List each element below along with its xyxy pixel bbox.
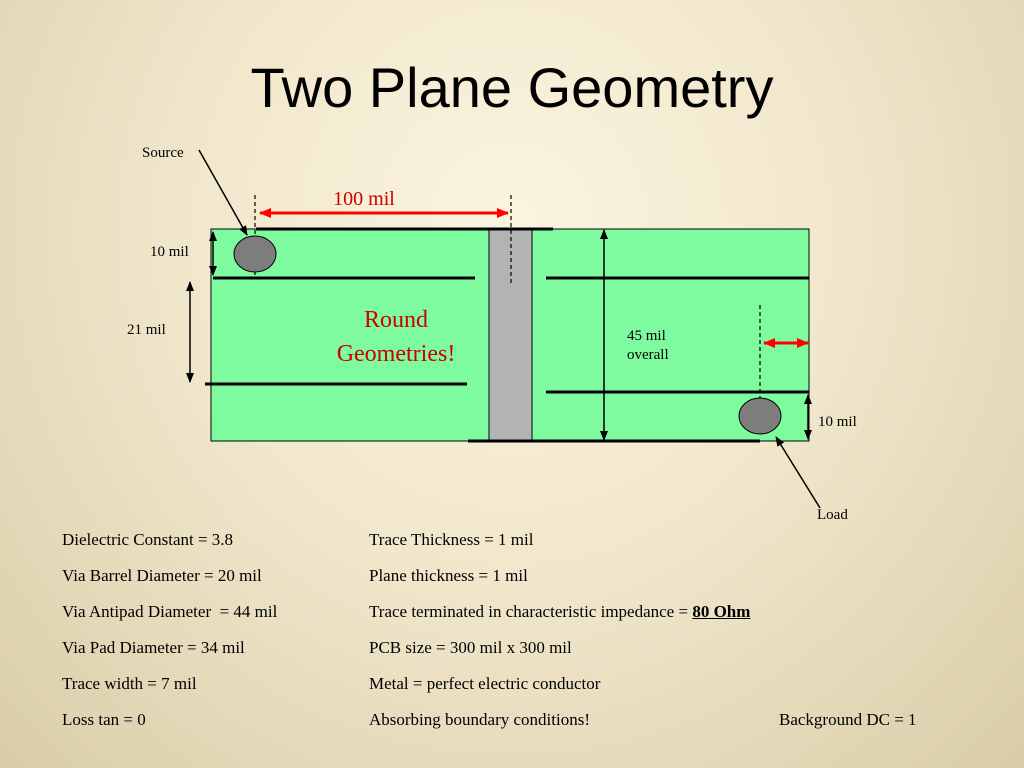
param-via-antipad-diameter: Via Antipad Diameter = 44 mil [62,602,278,621]
source-port [233,235,277,273]
dim-21-label: 21 mil [127,322,166,338]
param-background-dc: Background DC = 1 [779,710,917,729]
dim-10-bottom-label: 10 mil [818,414,857,430]
load-label: Load [817,507,848,523]
param-pcb-size: PCB size = 300 mil x 300 mil [369,638,572,657]
param-dielectric-constant: Dielectric Constant = 3.8 [62,530,234,549]
param-trace-termination-text: Trace terminated in characteristic imped… [369,602,693,621]
param-metal: Metal = perfect electric conductor [369,674,601,693]
load-port [738,397,782,435]
slide-title: Two Plane Geometry [250,56,774,119]
dim-45-label-line1: 45 mil [627,328,666,344]
load-pointer [775,436,821,509]
dim-100-label: 100 mil [333,188,395,210]
param-trace-width: Trace width = 7 mil [62,674,197,693]
param-trace-thickness: Trace Thickness = 1 mil [369,530,534,549]
dim-45-label-line2: overall [627,347,669,363]
param-via-pad-diameter: Via Pad Diameter = 34 mil [62,638,245,657]
param-plane-thickness: Plane thickness = 1 mil [369,566,528,585]
param-loss-tan: Loss tan = 0 [62,710,146,729]
round-geometries-line1: Round [364,307,428,333]
source-label: Source [142,145,184,161]
round-geometries-line2: Geometries! [337,341,456,367]
dim-10-top-label: 10 mil [150,244,189,260]
param-trace-termination: Trace terminated in characteristic imped… [369,603,750,620]
source-pointer [198,149,248,236]
param-boundary-conditions: Absorbing boundary conditions! [369,710,590,729]
impedance-value: 80 Ohm [692,602,751,621]
param-via-barrel-diameter: Via Barrel Diameter = 20 mil [62,566,262,585]
